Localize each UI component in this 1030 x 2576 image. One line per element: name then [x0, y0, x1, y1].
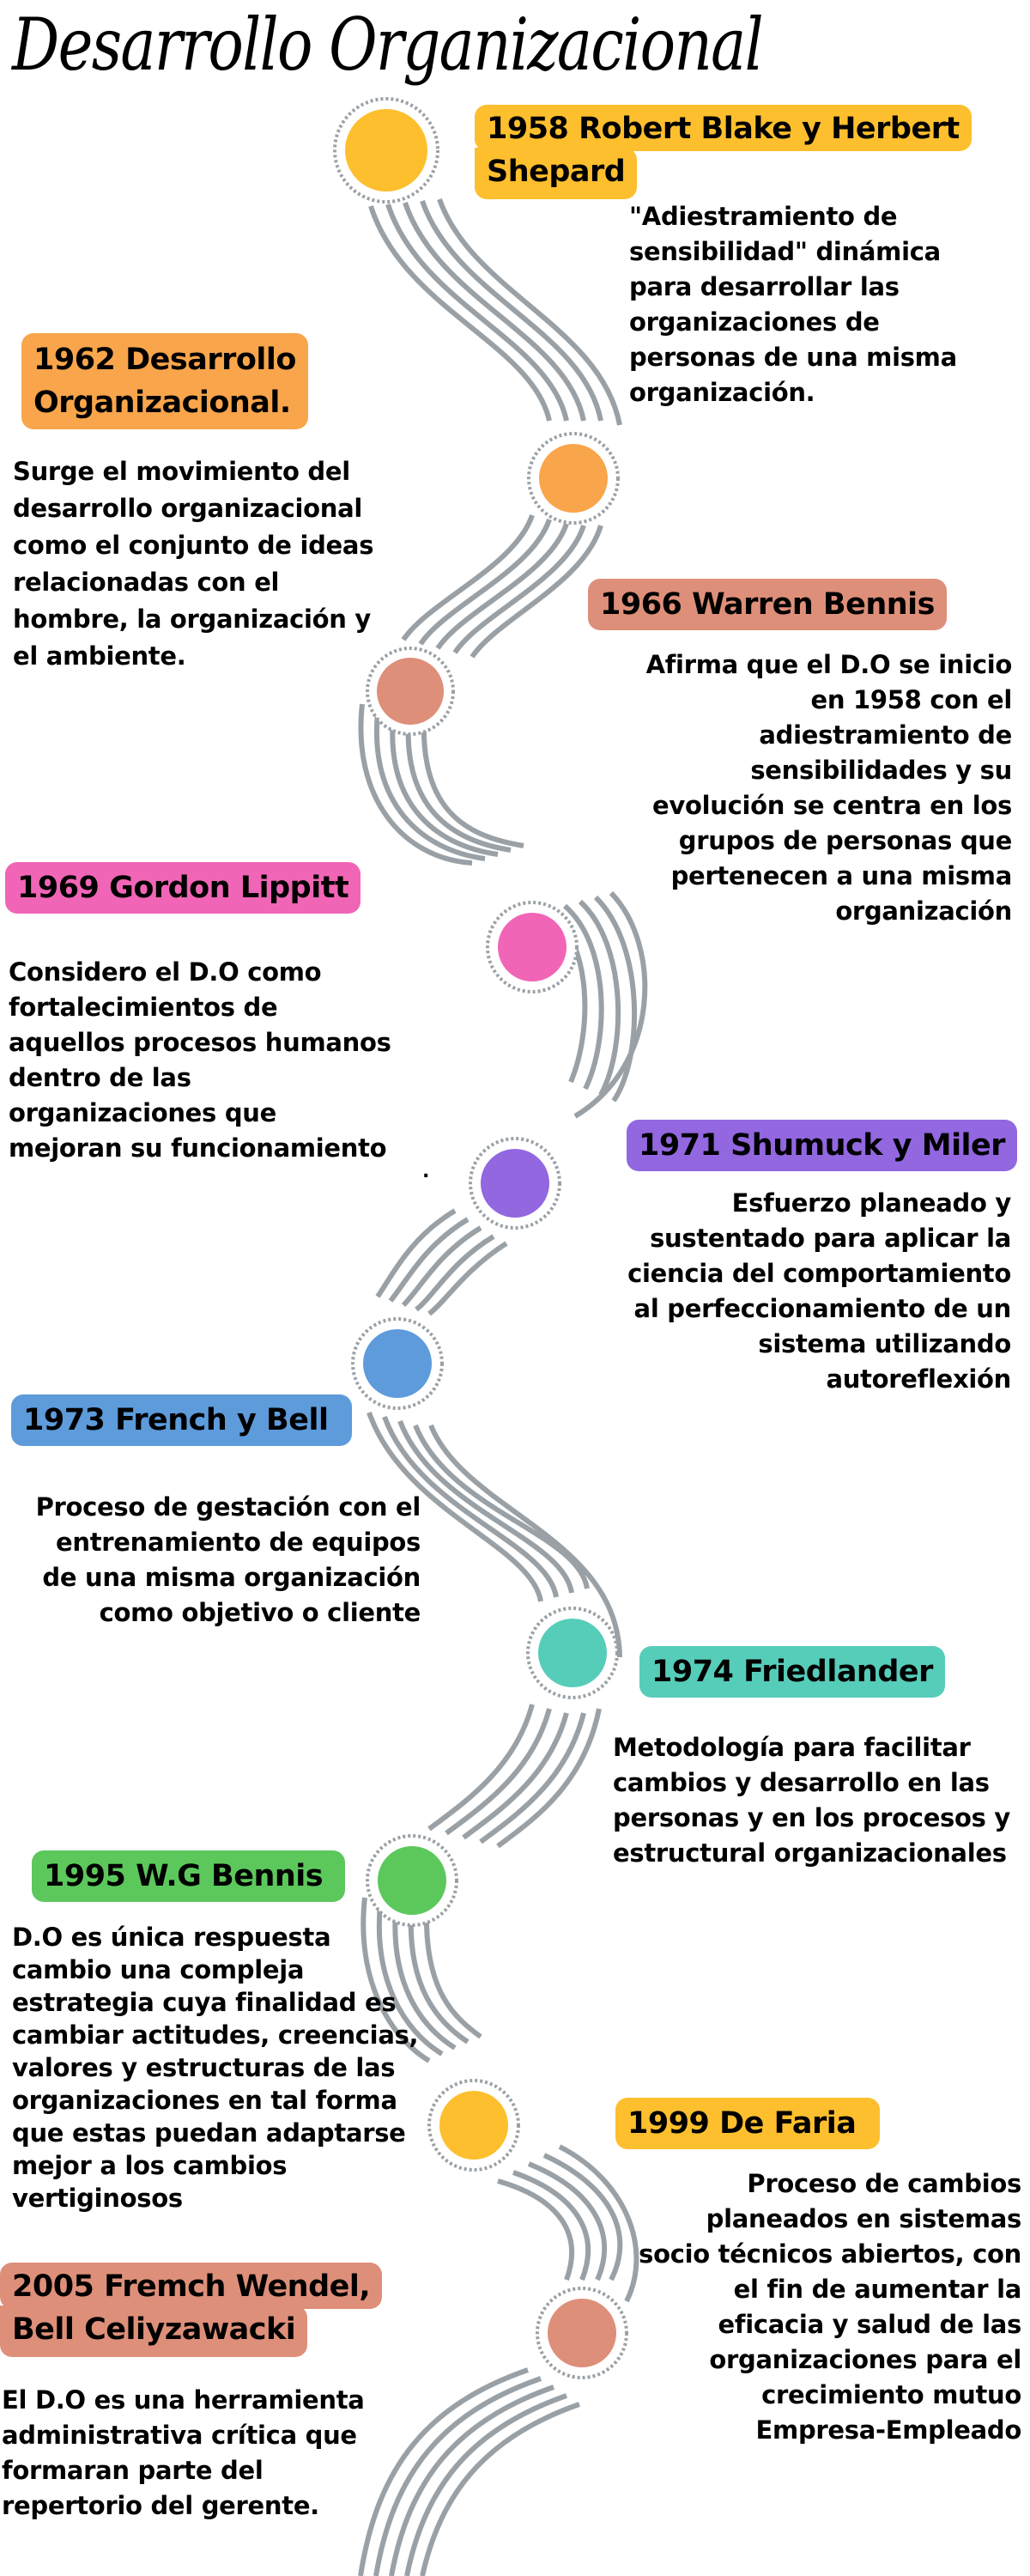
- event-label-1958-line2-box: Shepard: [475, 148, 638, 199]
- timeline-node-1999: [427, 2079, 520, 2172]
- event-description-1999: Proceso de cambios planeados en sistemas…: [639, 2169, 1021, 2445]
- event-label-2005-text2: Bell Celiyzawacki: [12, 2312, 296, 2347]
- event-description-1966: Afirma que el D.O se inicio en 1958 con …: [645, 650, 1013, 926]
- event-label-1995: 1995 W.G Bennis: [32, 1850, 346, 1902]
- event-label-2005-line1: 2005 Fremch Wendel,: [0, 2263, 383, 2309]
- event-label-1971: 1971 Shumuck y Miler: [627, 1120, 1018, 1171]
- timeline-node-1962: [527, 432, 620, 525]
- event-description-1995: D.O es única respuesta cambio una comple…: [12, 1923, 419, 2213]
- timeline-node-1971: [469, 1137, 561, 1230]
- event-label-1999: 1999 De Faria: [615, 2098, 881, 2149]
- timeline-node-1966: [366, 647, 455, 736]
- event-label-1958-line2: Shepard: [487, 155, 626, 189]
- event-label-2005-line2: Bell Celiyzawacki: [0, 2306, 308, 2357]
- event-label-1962-line2: Organizacional.: [33, 386, 291, 420]
- stray-dot: .: [422, 1161, 430, 1182]
- event-description-1973: Proceso de gestación con el entrenamient…: [35, 1492, 421, 1627]
- page-title: Desarrollo Organizacional: [12, 3, 764, 87]
- event-description-1971: Esfuerzo planeado y sustentado para apli…: [627, 1188, 1011, 1394]
- event-label-1962: 1962 Desarrollo Organizacional.: [21, 333, 308, 429]
- event-description-1958: "Adiestramiento de sensibilidad" dinámic…: [629, 202, 957, 407]
- timeline-node-1973: [351, 1317, 444, 1410]
- timeline-node-2005: [536, 2287, 628, 2379]
- event-label-1974: 1974 Friedlander: [639, 1646, 945, 1698]
- event-description-1974: Metodología para facilitar cambios y des…: [613, 1733, 1011, 1868]
- event-description-1969: Considero el D.O como fortalecimientos d…: [9, 957, 391, 1163]
- event-label-1958-line1: 1958 Robert Blake y Herbert: [487, 112, 960, 146]
- timeline-node-1969: [486, 901, 579, 993]
- event-label-1962-line1: 1962 Desarrollo: [33, 343, 296, 377]
- event-label-2005-text1: 2005 Fremch Wendel,: [12, 2269, 371, 2304]
- event-description-2005: El D.O es una herramienta administrativa…: [2, 2385, 365, 2520]
- timeline-node-1974: [526, 1607, 619, 1699]
- event-label-1966: 1966 Warren Bennis: [588, 579, 948, 630]
- event-label-1958: 1958 Robert Blake y Herbert: [475, 105, 972, 151]
- timeline-node-1958: [333, 97, 439, 204]
- event-label-1969: 1969 Gordon Lippitt: [5, 862, 361, 914]
- event-label-1973: 1973 French y Bell: [11, 1394, 353, 1446]
- event-description-1962: Surge el movimiento del desarrollo organ…: [13, 457, 374, 671]
- timeline-node-1995: [366, 1834, 458, 1927]
